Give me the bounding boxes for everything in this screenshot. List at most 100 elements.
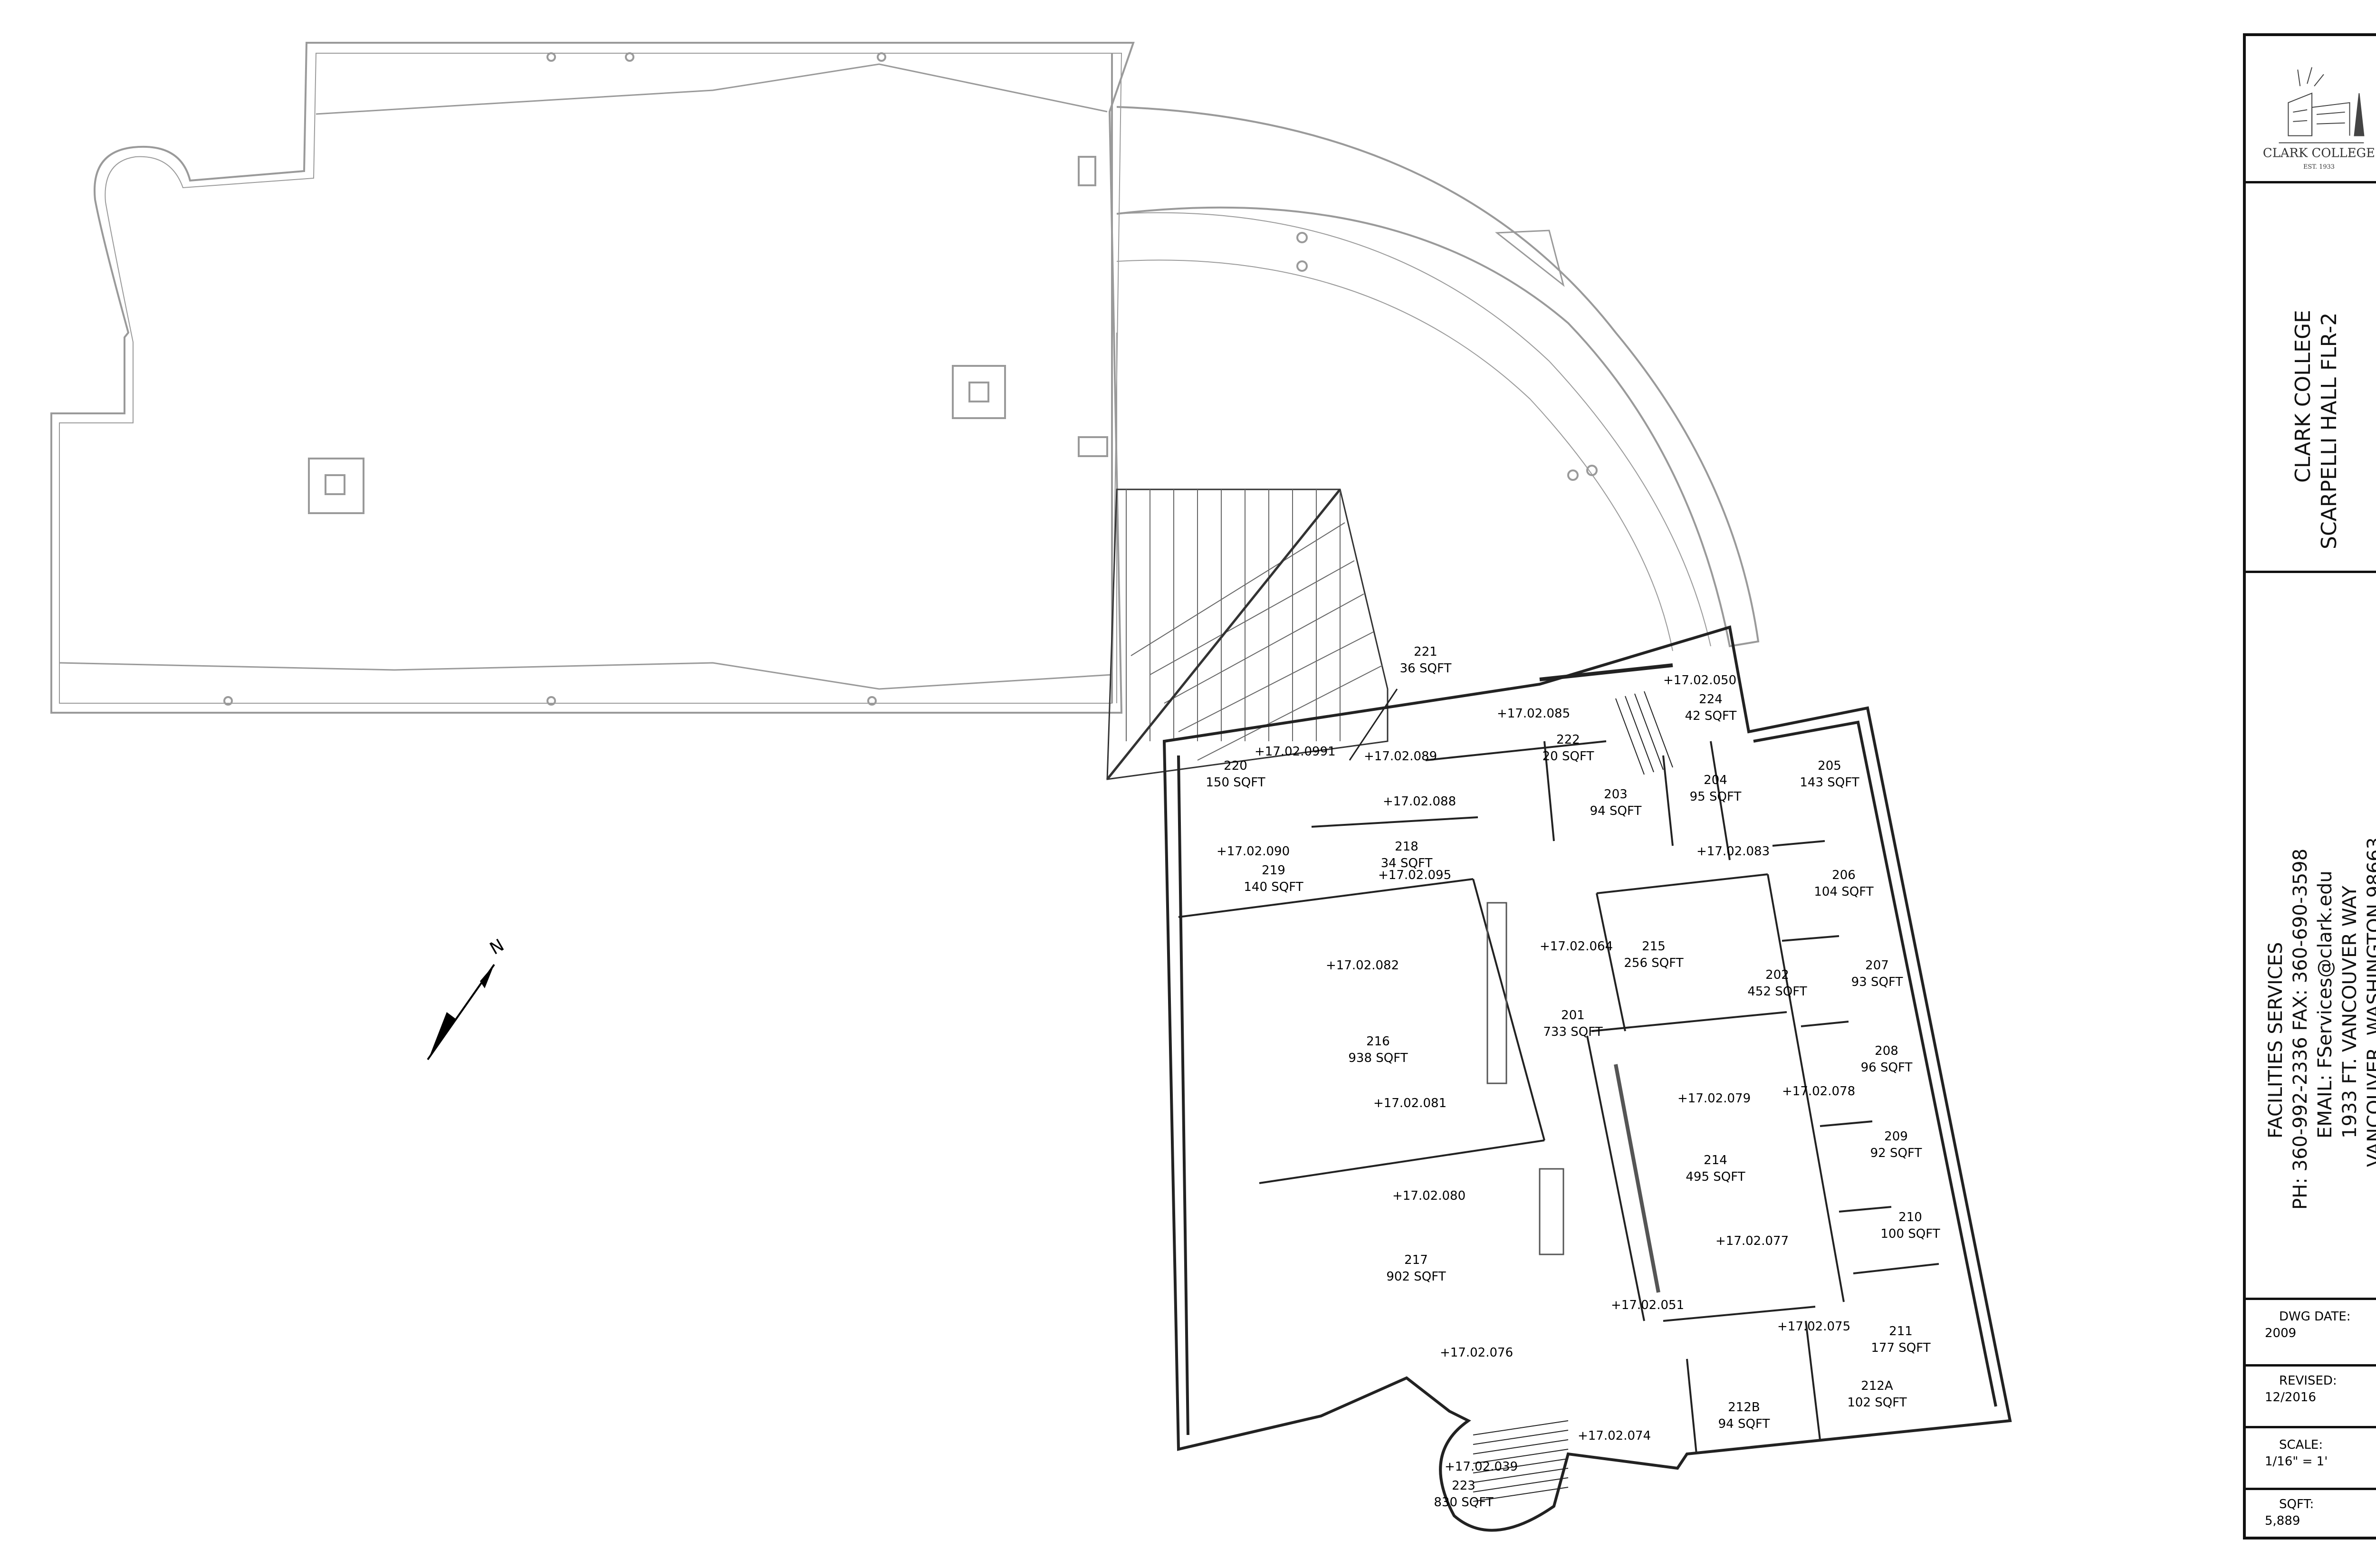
svg-text:220: 220: [1224, 759, 1247, 773]
svg-text:94 SQFT: 94 SQFT: [1718, 1417, 1770, 1431]
svg-text:202: 202: [1765, 968, 1789, 982]
contact-line: VANCOUVER, WASHINGTON 98663: [2364, 837, 2376, 1167]
svg-text:208: 208: [1875, 1044, 1898, 1058]
survey-point: +17.02.064: [1540, 939, 1613, 954]
svg-text:100 SQFT: 100 SQFT: [1880, 1227, 1940, 1241]
room-label: 215 256 SQFT: [1624, 939, 1683, 970]
scale-label: SCALE:: [2279, 1438, 2323, 1452]
room-label: 222 20 SQFT: [1542, 733, 1594, 764]
room-label: 207 93 SQFT: [1851, 958, 1903, 989]
svg-text:207: 207: [1865, 958, 1889, 973]
svg-text:212B: 212B: [1728, 1400, 1760, 1415]
svg-text:150 SQFT: 150 SQFT: [1206, 775, 1265, 790]
room-label: 202 452 SQFT: [1747, 968, 1807, 999]
svg-text:203: 203: [1604, 787, 1628, 802]
svg-text:36 SQFT: 36 SQFT: [1400, 661, 1452, 676]
svg-text:140 SQFT: 140 SQFT: [1244, 880, 1303, 894]
svg-text:42 SQFT: 42 SQFT: [1685, 709, 1737, 723]
svg-text:222: 222: [1556, 733, 1580, 747]
project-title-cell: CLARK COLLEGE SCARPELLI HALL FLR-2: [2246, 183, 2376, 573]
survey-point: +17.02.075: [1777, 1319, 1850, 1334]
svg-text:215: 215: [1642, 939, 1666, 954]
revised-label: REVISED:: [2279, 1374, 2337, 1388]
room-label: 204 95 SQFT: [1690, 773, 1742, 804]
contact-line: FACILITIES SERVICES: [2265, 942, 2287, 1138]
west-wing-roof-outline: [50, 42, 1135, 714]
logo-name: CLARK COLLEGE: [2263, 146, 2375, 160]
north-arrow: N: [427, 936, 508, 1061]
room-label: 201 733 SQFT: [1543, 1008, 1602, 1039]
survey-point: +17.02.083: [1696, 844, 1770, 859]
svg-text:221: 221: [1414, 645, 1437, 659]
survey-point: +17.02.089: [1364, 749, 1437, 764]
room-label: 212B 94 SQFT: [1718, 1400, 1770, 1431]
svg-text:96 SQFT: 96 SQFT: [1861, 1061, 1913, 1075]
svg-text:210: 210: [1898, 1210, 1922, 1224]
svg-text:94 SQFT: 94 SQFT: [1590, 804, 1642, 818]
survey-point: +17.02.077: [1715, 1234, 1789, 1248]
svg-text:206: 206: [1832, 868, 1856, 882]
svg-text:20 SQFT: 20 SQFT: [1542, 749, 1594, 764]
scale-value: 1/16" = 1': [2265, 1454, 2328, 1469]
svg-text:209: 209: [1884, 1129, 1908, 1144]
svg-text:104 SQFT: 104 SQFT: [1814, 885, 1873, 899]
room-label: 219 140 SQFT: [1244, 863, 1303, 894]
room-label: 211 177 SQFT: [1871, 1324, 1930, 1355]
svg-text:201: 201: [1561, 1008, 1585, 1023]
north-label: N: [487, 936, 508, 959]
survey-points: +17.02.050 +17.02.085 +17.02.0991 +17.02…: [1217, 673, 1855, 1474]
survey-point: +17.02.080: [1392, 1189, 1466, 1203]
room-label: 224 42 SQFT: [1685, 692, 1737, 723]
survey-point: +17.02.081: [1373, 1096, 1447, 1110]
survey-point: +17.02.095: [1378, 868, 1451, 882]
svg-text:212A: 212A: [1861, 1379, 1893, 1393]
contact-line: EMAIL: FServices@clark.edu: [2314, 870, 2336, 1138]
survey-point: +17.02.085: [1497, 707, 1570, 721]
svg-text:93 SQFT: 93 SQFT: [1851, 975, 1903, 989]
room-label: 203 94 SQFT: [1590, 787, 1642, 818]
svg-text:452 SQFT: 452 SQFT: [1747, 985, 1807, 999]
svg-text:218: 218: [1395, 840, 1418, 854]
revised-cell: REVISED: 12/2016: [2246, 1367, 2376, 1428]
room-label: 220 150 SQFT: [1206, 759, 1265, 790]
svg-text:177 SQFT: 177 SQFT: [1871, 1341, 1930, 1355]
room-label: 214 495 SQFT: [1686, 1153, 1745, 1184]
atrium-skylight: [1106, 488, 1389, 780]
svg-text:830 SQFT: 830 SQFT: [1434, 1495, 1493, 1510]
svg-text:216: 216: [1366, 1034, 1390, 1049]
survey-point: +17.02.0991: [1255, 745, 1336, 759]
svg-text:95 SQFT: 95 SQFT: [1690, 790, 1742, 804]
svg-text:223: 223: [1452, 1479, 1475, 1493]
contact-line: 1933 FT. VANCOUVER WAY: [2339, 886, 2361, 1138]
revised-value: 12/2016: [2265, 1390, 2317, 1405]
svg-text:902 SQFT: 902 SQFT: [1386, 1270, 1446, 1284]
curved-arcade-roof: [1116, 106, 1760, 648]
title-block: CLARK COLLEGE EST. 1933 CLARK COLLEGE SC…: [2243, 33, 2376, 1539]
svg-text:256 SQFT: 256 SQFT: [1624, 956, 1683, 970]
project-subtitle: SCARPELLI HALL FLR-2: [2317, 312, 2341, 549]
scale-cell: SCALE: 1/16" = 1': [2246, 1428, 2376, 1490]
second-floor-walls: [1162, 625, 2012, 1532]
logo-est: EST. 1933: [2303, 163, 2335, 171]
svg-text:495 SQFT: 495 SQFT: [1686, 1170, 1745, 1184]
logo-cell: CLARK COLLEGE EST. 1933: [2246, 36, 2376, 183]
room-label: 221 36 SQFT: [1400, 645, 1452, 676]
svg-text:204: 204: [1704, 773, 1727, 787]
survey-point: +17.02.088: [1383, 794, 1456, 809]
svg-text:733 SQFT: 733 SQFT: [1543, 1025, 1602, 1039]
survey-point: +17.02.074: [1578, 1429, 1651, 1443]
svg-text:938 SQFT: 938 SQFT: [1348, 1051, 1408, 1065]
survey-point: +17.02.039: [1445, 1460, 1518, 1474]
svg-text:214: 214: [1704, 1153, 1727, 1167]
college-logo: CLARK COLLEGE EST. 1933: [2263, 67, 2375, 171]
room-label: 208 96 SQFT: [1861, 1044, 1913, 1075]
svg-text:224: 224: [1699, 692, 1723, 707]
survey-point: +17.02.050: [1663, 673, 1736, 688]
svg-text:219: 219: [1262, 863, 1285, 878]
svg-text:211: 211: [1889, 1324, 1913, 1339]
